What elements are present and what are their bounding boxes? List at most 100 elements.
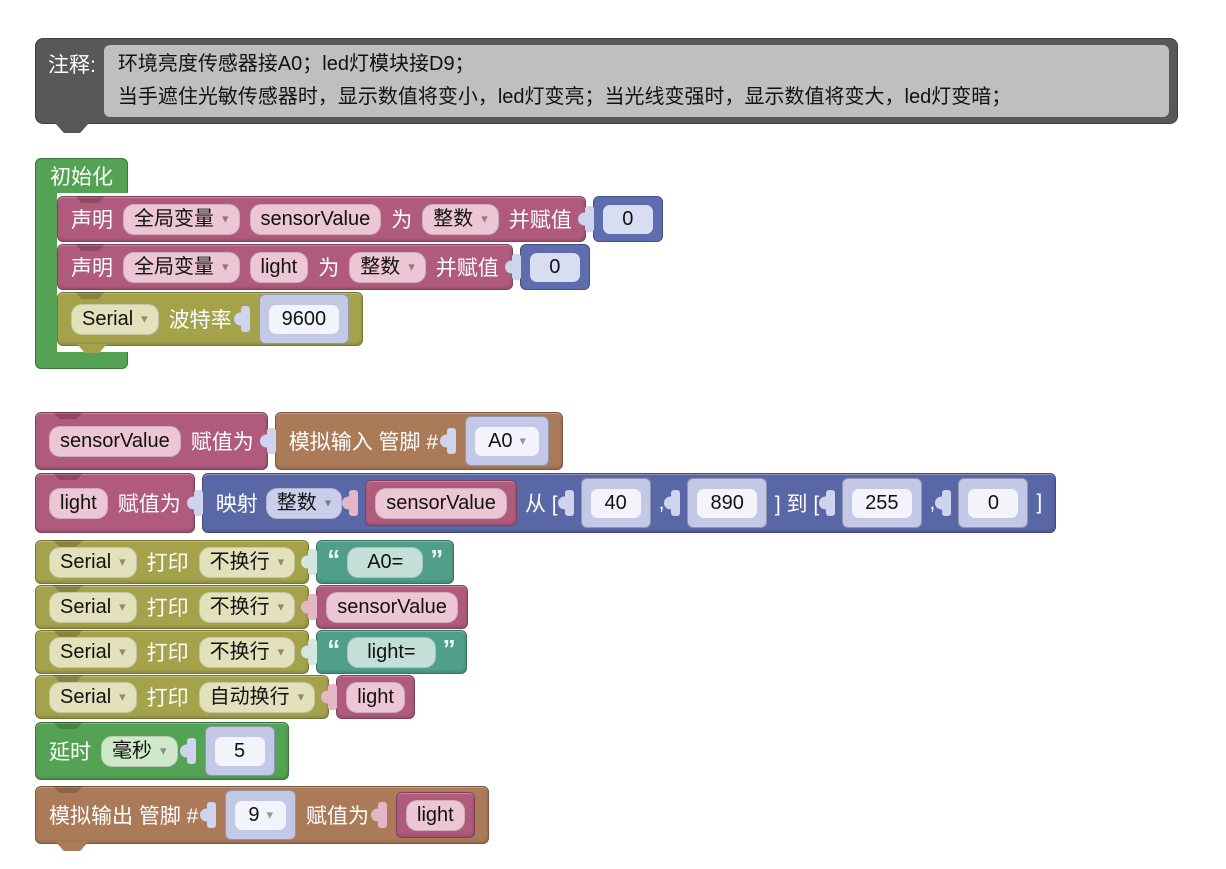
dropdown-arrow-icon: ▾ — [277, 643, 285, 659]
analog-read-block[interactable]: 模拟输入 管脚 # A0▾ — [274, 412, 564, 470]
variable-name-field[interactable]: sensorValue — [49, 425, 181, 457]
number-input[interactable]: 0 — [602, 204, 653, 234]
string-input[interactable]: light= — [347, 636, 436, 668]
number-value-block[interactable]: 255 — [842, 478, 922, 528]
delay-unit-dropdown[interactable]: 毫秒▾ — [101, 735, 178, 767]
print-mode-dropdown[interactable]: 不换行▾ — [198, 591, 296, 623]
variable-name-field[interactable]: light — [346, 681, 405, 713]
connector-plug — [193, 490, 203, 516]
variable-scope-dropdown[interactable]: 全局变量▾ — [123, 251, 240, 283]
number-value-block[interactable]: 5 — [204, 726, 275, 776]
map-block[interactable]: 映射 整数▾ sensorValue 从 [ 40 , 890 ] 到 [ 25… — [201, 473, 1057, 533]
pin-dropdown-block[interactable]: 9▾ — [225, 790, 297, 840]
connector-plug — [207, 802, 217, 828]
dropdown-arrow-icon: ▾ — [519, 433, 527, 448]
comment-line-1: 环境亮度传感器接A0；led灯模块接D9； — [117, 53, 475, 75]
variable-name-field[interactable]: light — [49, 487, 108, 519]
map-from-keyword: 从 [ — [524, 493, 558, 516]
dropdown-arrow-icon: ▾ — [277, 553, 285, 569]
dropdown-arrow-icon: ▾ — [119, 598, 126, 614]
comment-block[interactable]: 注释: 环境亮度传感器接A0；led灯模块接D9； 当手遮住光敏传感器时，显示数… — [35, 38, 1178, 124]
analog-read-keyword: 模拟输入 管脚 # — [288, 431, 439, 454]
variable-assign-block[interactable]: light 赋值为 — [35, 473, 195, 533]
variable-value-block[interactable]: sensorValue — [365, 480, 517, 526]
comment-line-2: 当手遮住光敏传感器时，显示数值将变小，led灯变亮；当光线变强时，显示数值将变大… — [117, 86, 1012, 108]
assign-keyword: 并赋值 — [508, 209, 572, 232]
serial-port-dropdown[interactable]: Serial▾ — [49, 546, 137, 578]
variable-type-dropdown[interactable]: 整数▾ — [422, 203, 499, 235]
number-input[interactable]: 255 — [852, 488, 912, 518]
string-value-block[interactable]: “ light= ” — [316, 630, 467, 674]
variable-assign-block[interactable]: sensorValue 赋值为 — [35, 412, 268, 470]
variable-type-dropdown[interactable]: 整数▾ — [349, 251, 426, 283]
number-input[interactable]: 890 — [697, 488, 757, 518]
variable-name-field[interactable]: light — [406, 799, 465, 831]
serial-port-dropdown[interactable]: Serial▾ — [49, 636, 137, 668]
serial-baud-block[interactable]: Serial▾ 波特率 9600 — [57, 292, 364, 346]
number-input[interactable]: 5 — [214, 736, 265, 766]
number-input[interactable]: 40 — [590, 488, 641, 518]
assign-keyword: 赋值为 — [190, 431, 254, 454]
number-value-block[interactable]: 890 — [687, 478, 767, 528]
analog-write-block[interactable]: 模拟输出 管脚 # 9▾ 赋值为 light — [35, 786, 489, 844]
variable-name-field[interactable]: light — [249, 251, 309, 283]
number-value-block[interactable]: 40 — [580, 478, 651, 528]
serial-print-block[interactable]: Serial▾ 打印 不换行▾ — [35, 540, 310, 584]
variable-value-block[interactable]: sensorValue — [316, 585, 468, 629]
comma-separator: , — [929, 491, 936, 514]
connector-plug — [349, 490, 359, 516]
analog-write-bottom-tab — [55, 841, 89, 851]
serial-print-block[interactable]: Serial▾ 打印 不换行▾ — [35, 585, 310, 629]
comment-bottom-tab — [55, 123, 89, 133]
init-block-header[interactable]: 初始化 — [35, 158, 128, 193]
dropdown-arrow-icon: ▾ — [119, 688, 126, 704]
pin-dropdown-block[interactable]: A0▾ — [465, 416, 550, 466]
map-type-dropdown[interactable]: 整数▾ — [265, 487, 343, 519]
connector-plug — [266, 428, 276, 454]
map-close-bracket: ] — [1036, 491, 1043, 514]
dropdown-arrow-icon: ▾ — [277, 598, 285, 614]
number-value-block[interactable]: 9600 — [258, 294, 350, 344]
number-input[interactable]: 0 — [968, 488, 1019, 518]
variable-name-field[interactable]: sensorValue — [249, 203, 382, 235]
connector-plug — [564, 490, 574, 516]
print-mode-dropdown[interactable]: 不换行▾ — [198, 636, 296, 668]
connector-plug — [447, 428, 457, 454]
declare-variable-block[interactable]: 声明 全局变量▾ light 为 整数▾ 并赋值 — [57, 244, 513, 290]
variable-name-field[interactable]: sensorValue — [326, 591, 458, 623]
number-input[interactable]: 9600 — [268, 304, 340, 334]
comment-text-area[interactable]: 环境亮度传感器接A0；led灯模块接D9； 当手遮住光敏传感器时，显示数值将变小… — [103, 45, 1169, 117]
variable-value-block[interactable]: light — [396, 792, 475, 838]
variable-scope-dropdown[interactable]: 全局变量▾ — [123, 203, 240, 235]
pin-dropdown[interactable]: 9▾ — [235, 800, 287, 830]
serial-print-block[interactable]: Serial▾ 打印 不换行▾ — [35, 630, 310, 674]
string-value-block[interactable]: “ A0= ” — [316, 540, 455, 584]
number-value-block[interactable]: 0 — [519, 244, 590, 290]
baud-keyword: 波特率 — [168, 309, 232, 332]
pin-dropdown[interactable]: A0▾ — [475, 426, 540, 456]
connector-plug — [942, 490, 952, 516]
delay-block[interactable]: 延时 毫秒▾ 5 — [35, 722, 289, 780]
dropdown-arrow-icon: ▾ — [160, 742, 167, 758]
number-value-block[interactable]: 0 — [592, 196, 663, 242]
assign-keyword: 赋值为 — [117, 493, 181, 516]
comment-label: 注释: — [48, 54, 96, 77]
number-input[interactable]: 0 — [529, 252, 580, 282]
variable-name-field[interactable]: sensorValue — [375, 487, 507, 519]
connector-plug — [826, 490, 836, 516]
serial-print-block[interactable]: Serial▾ 打印 自动换行▾ — [35, 675, 330, 719]
declare-variable-block[interactable]: 声明 全局变量▾ sensorValue 为 整数▾ 并赋值 — [57, 196, 586, 242]
serial-port-dropdown[interactable]: Serial▾ — [49, 681, 137, 713]
analog-write-keyword: 模拟输出 管脚 # — [49, 805, 199, 828]
variable-value-block[interactable]: light — [336, 675, 415, 719]
number-value-block[interactable]: 0 — [958, 478, 1029, 528]
connector-plug — [240, 306, 250, 332]
comma-separator: , — [658, 491, 665, 514]
print-keyword: 打印 — [146, 597, 189, 620]
print-mode-dropdown[interactable]: 自动换行▾ — [198, 681, 316, 713]
print-mode-dropdown[interactable]: 不换行▾ — [198, 546, 296, 578]
dropdown-arrow-icon: ▾ — [324, 494, 332, 510]
serial-port-dropdown[interactable]: Serial▾ — [71, 303, 159, 335]
serial-port-dropdown[interactable]: Serial▾ — [49, 591, 137, 623]
string-input[interactable]: A0= — [347, 546, 424, 578]
